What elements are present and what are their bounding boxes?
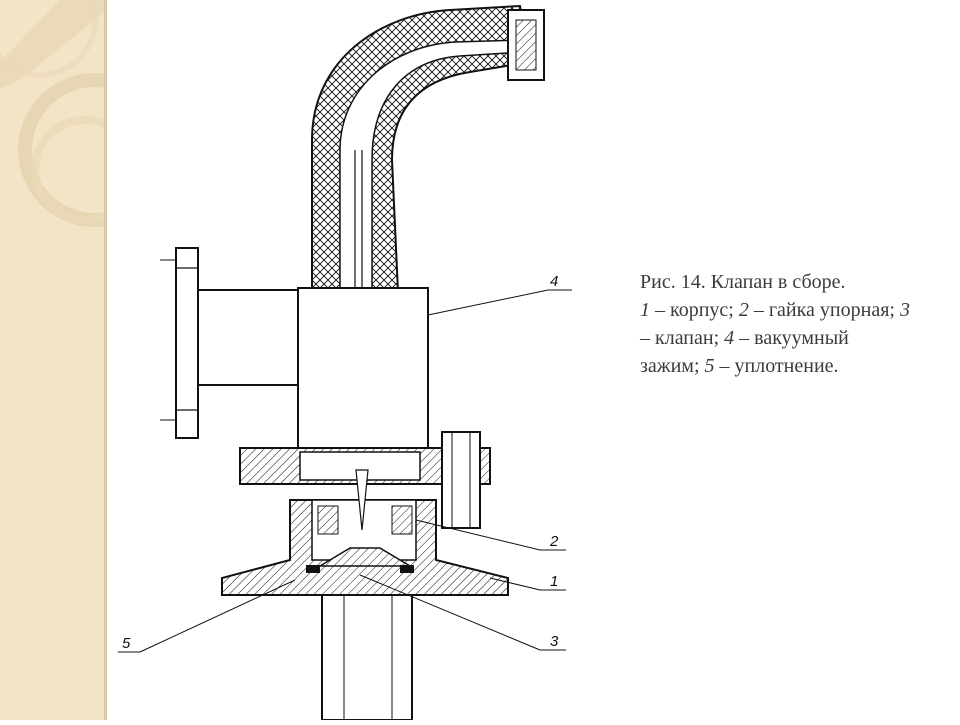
side-flange: [160, 247, 321, 439]
caption-item-5-num: 5: [704, 355, 715, 377]
decorative-left-strip: [0, 0, 172, 720]
caption-item-2-num: 2: [738, 299, 749, 321]
valve-body: [221, 287, 509, 721]
caption-prefix: Рис. 14. Клапан в сборе.: [640, 271, 846, 293]
decorative-rings: [0, 0, 172, 227]
leader-lines: [118, 289, 572, 653]
callout-1: 1: [550, 573, 558, 590]
callout-5: 5: [122, 635, 131, 652]
figure-caption: Рис. 14. Клапан в сборе. 1 – корпус; 2 – …: [640, 268, 910, 380]
callout-4: 4: [550, 273, 558, 290]
caption-item-3-text: – клапан;: [640, 327, 725, 349]
valve-assembly-drawing: 4 2 1 3 5: [110, 0, 630, 721]
caption-item-1-text: – корпус;: [650, 299, 739, 321]
caption-item-3-num: 3: [899, 299, 910, 321]
caption-item-5-text: – уплотнение.: [714, 355, 839, 377]
strip-edge: [104, 0, 107, 720]
callout-3: 3: [550, 633, 559, 650]
vacuum-hose: [311, 4, 545, 470]
caption-item-1-num: 1: [640, 299, 650, 321]
valve-cross-section: 4 2 1 3 5: [118, 4, 572, 721]
caption-item-4-num: 4: [724, 327, 735, 349]
caption-item-4-text: – вакуумный зажим;: [640, 327, 849, 377]
caption-item-2-text: – гайка упорная;: [748, 299, 900, 321]
callout-2: 2: [549, 533, 559, 550]
